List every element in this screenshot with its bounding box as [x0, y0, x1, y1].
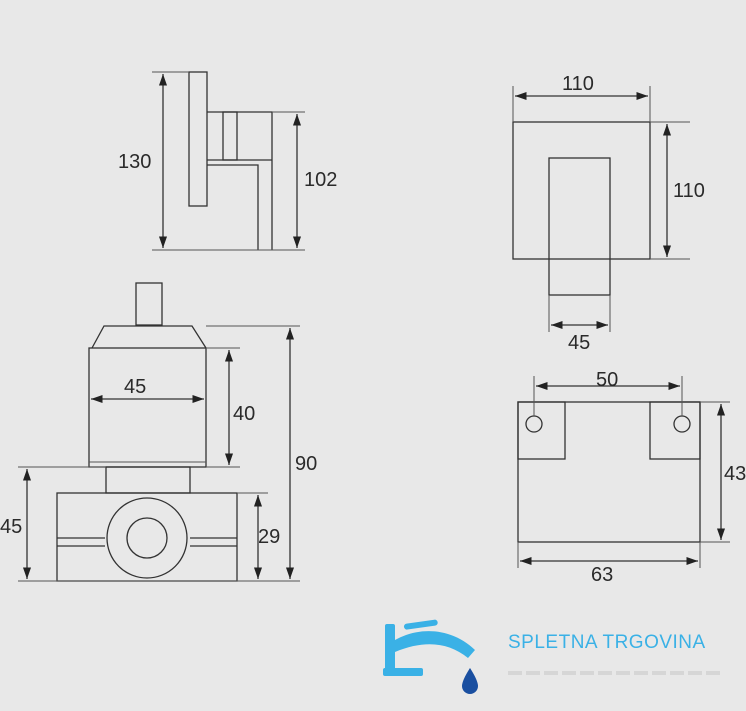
plate-outline [517, 401, 701, 543]
dim-label-45-base: 45 [0, 516, 22, 538]
side-plate [188, 71, 208, 207]
side-view: 130 102 [118, 71, 337, 251]
dim-label-110-v: 110 [673, 180, 705, 202]
valve-body [88, 347, 207, 468]
dim-label-29: 29 [258, 526, 280, 548]
valve-port-inner [126, 517, 168, 559]
side-inner [207, 164, 259, 250]
dim-label-45-front: 45 [568, 332, 590, 354]
brand-logo: SPLETNA TRGOVINA [383, 619, 722, 694]
dim-label-45-valve: 45 [124, 376, 146, 398]
plate-view: 50 43 63 [517, 369, 746, 586]
brand-name: SPLETNA TRGOVINA [508, 632, 706, 653]
valve-cap-top [91, 325, 207, 349]
dim-label-50: 50 [596, 369, 618, 391]
dim-label-63: 63 [591, 564, 613, 586]
dim-label-102: 102 [304, 169, 337, 191]
front-handle [548, 157, 611, 296]
valve-neck [105, 466, 191, 494]
dim-label-43: 43 [724, 463, 746, 485]
side-neck [222, 111, 238, 161]
plate-hole-left [525, 415, 543, 433]
side-body [207, 111, 273, 250]
valve-base [56, 492, 238, 582]
plate-ear-left [517, 401, 566, 460]
water-drop-icon [462, 668, 478, 694]
dim-label-130: 130 [118, 151, 151, 173]
front-view: 110 110 45 [512, 73, 705, 354]
front-plate [512, 121, 651, 260]
dim-label-110-h: 110 [562, 73, 594, 95]
valve-view: 45 40 90 45 29 [0, 282, 317, 582]
valve-port-outer [106, 497, 188, 579]
dim-label-90: 90 [295, 453, 317, 475]
dim-label-40: 40 [233, 403, 255, 425]
plate-ear-right [649, 401, 701, 460]
plate-hole-right [673, 415, 691, 433]
faucet-icon [383, 619, 475, 676]
valve-spindle [135, 282, 163, 326]
